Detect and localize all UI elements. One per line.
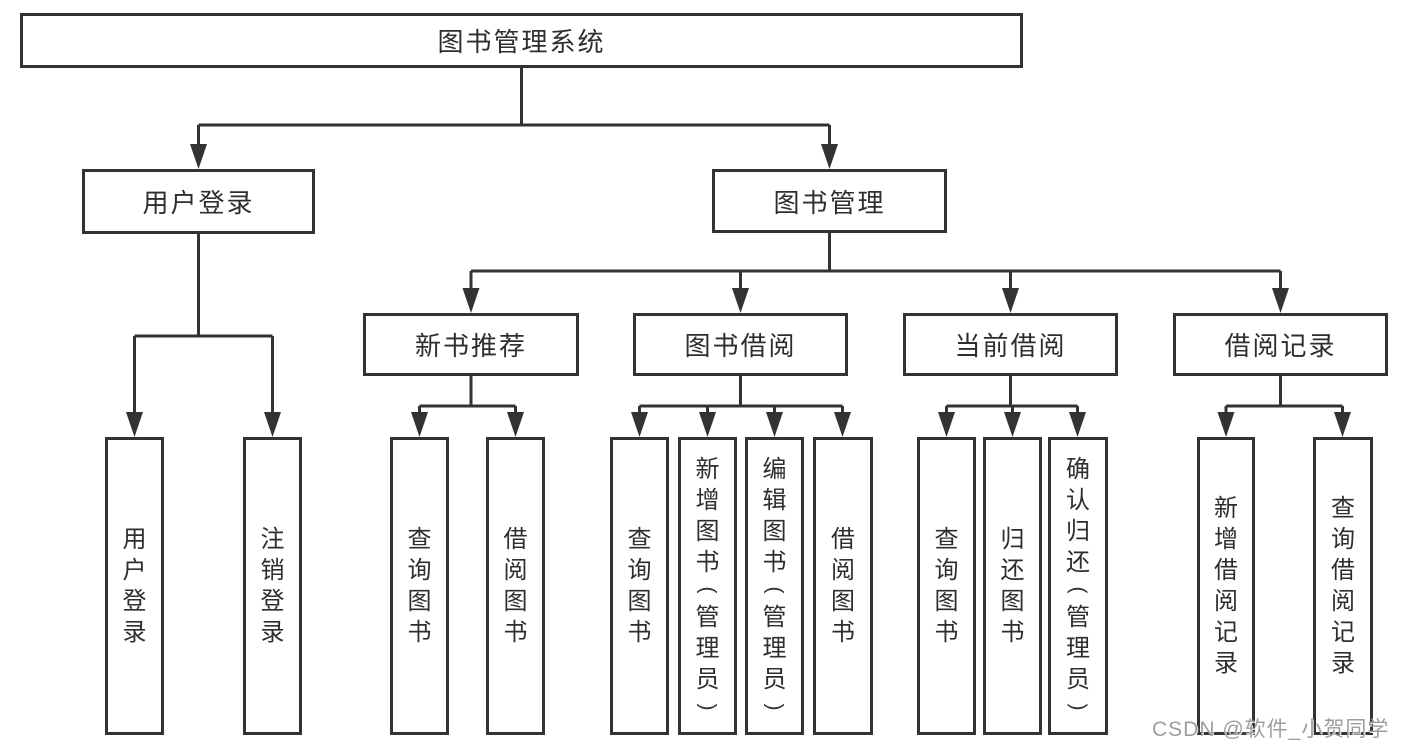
leaf-logout: 注销登录 [243, 437, 302, 735]
node-label: 图书借阅 [684, 331, 797, 361]
leaf-query-borrow-record: 查询借阅记录 [1313, 437, 1373, 735]
node-label: 图书管理 [773, 187, 886, 218]
leaf-query-books-current: 查询图书 [917, 437, 976, 735]
node-current-borrow: 当前借阅 [903, 313, 1118, 376]
leaf-return-books: 归还图书 [983, 437, 1042, 735]
node-label: 借阅记录 [1224, 331, 1337, 361]
leaf-edit-books-admin: 编辑图书(管理员) [745, 437, 804, 735]
node-label: 新书推荐 [414, 331, 527, 361]
node-label: 当前借阅 [954, 331, 1067, 361]
leaf-borrow-books: 借阅图书 [813, 437, 873, 735]
leaf-add-borrow-record: 新增借阅记录 [1197, 437, 1255, 735]
leaf-user-login: 用户登录 [105, 437, 164, 735]
node-borrow-record: 借阅记录 [1173, 313, 1388, 376]
node-user-login: 用户登录 [82, 169, 315, 234]
leaf-query-books-borrow: 查询图书 [610, 437, 669, 735]
node-book-management-system: 图书管理系统 [20, 13, 1023, 68]
node-new-book-recommend: 新书推荐 [363, 313, 579, 376]
leaf-borrow-books-recommend: 借阅图书 [486, 437, 545, 735]
leaf-confirm-return-admin: 确认归还(管理员) [1048, 437, 1108, 735]
node-label: 用户登录 [142, 188, 255, 218]
leaf-query-books-recommend: 查询图书 [390, 437, 449, 735]
node-book-borrow: 图书借阅 [633, 313, 848, 376]
csdn-watermark: CSDN @软件_小贺同学 [1152, 718, 1390, 741]
leaf-add-books-admin: 新增图书(管理员) [678, 437, 737, 735]
node-label: 图书管理系统 [437, 27, 606, 57]
node-book-management: 图书管理 [712, 169, 947, 233]
